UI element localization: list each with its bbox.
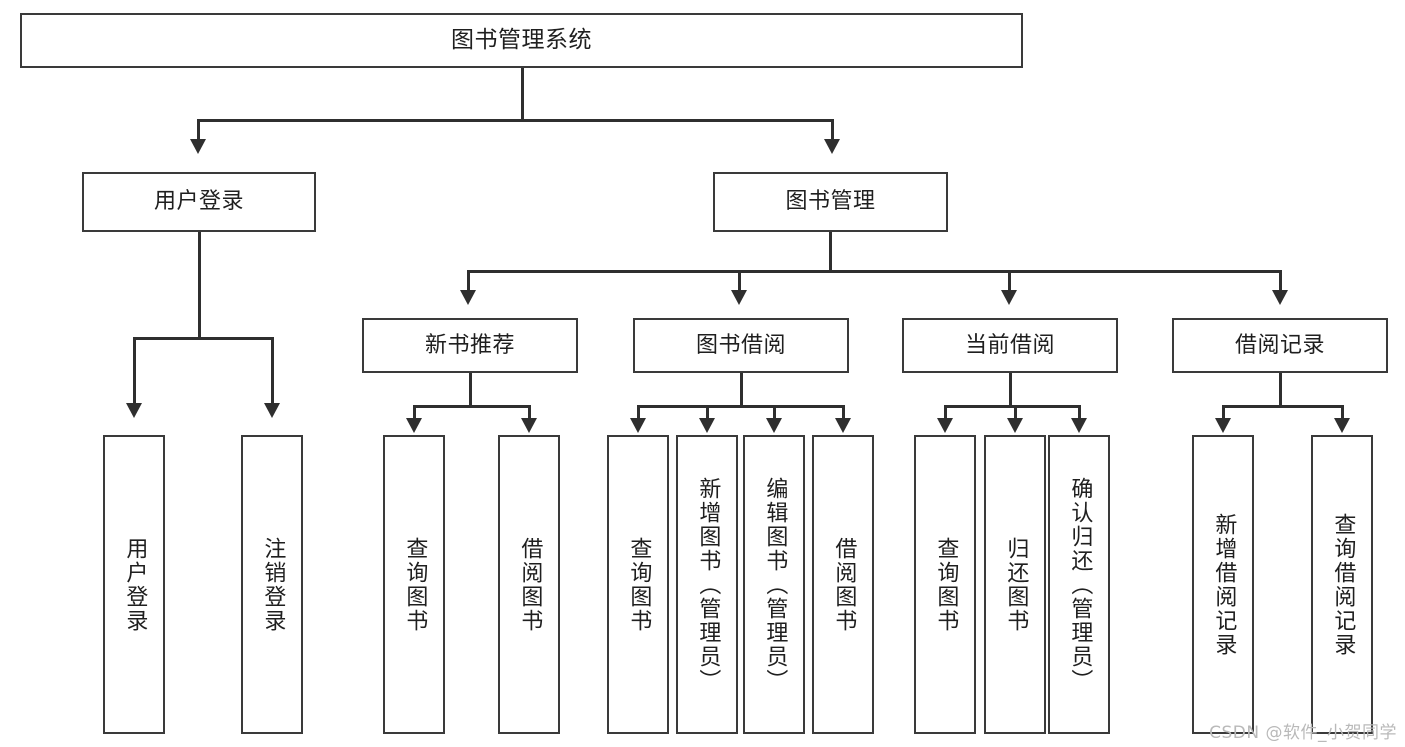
arrowhead-bb-leaf-2 (699, 418, 715, 433)
arrowhead-new-book (460, 290, 476, 305)
leaf-bb-add-book-admin[interactable]: 新增图书（管理员） (676, 435, 738, 734)
node-label: 编辑图书（管理员） (762, 476, 788, 693)
arrowhead-bb-leaf-1 (630, 418, 646, 433)
node-label: 图书管理 (785, 189, 876, 215)
arrowhead-user-login (190, 139, 206, 154)
node-label: 新增借阅记录 (1211, 512, 1237, 657)
node-label: 用户登录 (122, 536, 148, 633)
connector-root-stem (521, 68, 524, 121)
connector-bm-branch-2 (738, 270, 741, 292)
connector-bm-branch-4 (1279, 270, 1282, 292)
arrowhead-nb-leaf-1 (406, 418, 422, 433)
node-label: 查询图书 (933, 536, 959, 633)
arrowhead-br-leaf-2 (1334, 418, 1350, 433)
leaf-br-query-record[interactable]: 查询借阅记录 (1311, 435, 1373, 734)
connector-root-bus (197, 119, 833, 122)
arrowhead-bb-leaf-3 (766, 418, 782, 433)
connector-current-borrow-bus (944, 405, 1078, 408)
node-label: 用户登录 (153, 189, 244, 215)
connector-user-login-branch-1 (133, 337, 136, 405)
connector-nb-branch-2 (528, 405, 531, 420)
leaf-cb-return-book[interactable]: 归还图书 (984, 435, 1046, 734)
node-label: 确认归还（管理员） (1067, 476, 1093, 693)
node-label: 借阅图书 (517, 536, 543, 633)
node-label: 新书推荐 (424, 332, 515, 358)
connector-br-branch-1 (1222, 405, 1225, 420)
leaf-nb-query-book[interactable]: 查询图书 (383, 435, 445, 734)
connector-bb-branch-1 (637, 405, 640, 420)
connector-bm-branch-3 (1008, 270, 1011, 292)
connector-user-login-branch-2 (271, 337, 274, 405)
node-user-login[interactable]: 用户登录 (82, 172, 316, 232)
node-current-borrow[interactable]: 当前借阅 (902, 318, 1118, 373)
arrowhead-nb-leaf-2 (521, 418, 537, 433)
node-label: 新增图书（管理员） (695, 476, 721, 693)
connector-book-mgmt-stem (829, 232, 832, 272)
leaf-cb-query-book[interactable]: 查询图书 (914, 435, 976, 734)
connector-book-borrow-bus (637, 405, 843, 408)
leaf-logout[interactable]: 注销登录 (241, 435, 303, 734)
connector-cb-branch-3 (1078, 405, 1081, 420)
node-root-system[interactable]: 图书管理系统 (20, 13, 1023, 68)
connector-borrow-record-stem (1279, 373, 1282, 408)
connector-root-to-user-login (197, 119, 200, 141)
connector-book-mgmt-bus (467, 270, 1279, 273)
node-borrow-record[interactable]: 借阅记录 (1172, 318, 1388, 373)
connector-br-branch-2 (1341, 405, 1344, 420)
node-label: 查询借阅记录 (1330, 512, 1356, 657)
leaf-bb-query-book[interactable]: 查询图书 (607, 435, 669, 734)
leaf-bb-edit-book-admin[interactable]: 编辑图书（管理员） (743, 435, 805, 734)
node-label: 借阅记录 (1234, 332, 1325, 358)
arrowhead-bb-leaf-4 (835, 418, 851, 433)
connector-cb-branch-1 (944, 405, 947, 420)
arrowhead-br-leaf-1 (1215, 418, 1231, 433)
leaf-cb-confirm-return-admin[interactable]: 确认归还（管理员） (1048, 435, 1110, 734)
connector-borrow-record-bus (1222, 405, 1341, 408)
connector-bb-branch-2 (706, 405, 709, 420)
connector-user-login-bus (133, 337, 273, 340)
connector-current-borrow-stem (1009, 373, 1012, 408)
connector-bb-branch-3 (773, 405, 776, 420)
arrowhead-book-mgmt (824, 139, 840, 154)
leaf-br-add-record[interactable]: 新增借阅记录 (1192, 435, 1254, 734)
node-label: 图书借阅 (695, 332, 786, 358)
leaf-bb-borrow-book[interactable]: 借阅图书 (812, 435, 874, 734)
leaf-user-login[interactable]: 用户登录 (103, 435, 165, 734)
arrowhead-cb-leaf-1 (937, 418, 953, 433)
node-book-borrow[interactable]: 图书借阅 (633, 318, 849, 373)
arrowhead-current-borrow (1001, 290, 1017, 305)
node-label: 归还图书 (1003, 536, 1029, 633)
connector-bb-branch-4 (842, 405, 845, 420)
node-label: 查询图书 (626, 536, 652, 633)
node-label: 借阅图书 (831, 536, 857, 633)
connector-cb-branch-2 (1014, 405, 1017, 420)
leaf-nb-borrow-book[interactable]: 借阅图书 (498, 435, 560, 734)
arrowhead-leaf-logout (264, 403, 280, 418)
arrowhead-cb-leaf-3 (1071, 418, 1087, 433)
arrowhead-book-borrow (731, 290, 747, 305)
connector-bm-branch-1 (467, 270, 470, 292)
node-label: 注销登录 (260, 536, 286, 633)
connector-root-to-book-mgmt (831, 119, 834, 141)
node-label: 查询图书 (402, 536, 428, 633)
arrowhead-cb-leaf-2 (1007, 418, 1023, 433)
node-label: 图书管理系统 (451, 27, 592, 54)
connector-user-login-stem (198, 232, 201, 340)
node-book-management[interactable]: 图书管理 (713, 172, 948, 232)
connector-nb-branch-1 (413, 405, 416, 420)
arrowhead-leaf-user-login (126, 403, 142, 418)
connector-new-book-stem (469, 373, 472, 408)
node-new-book-recommend[interactable]: 新书推荐 (362, 318, 578, 373)
node-label: 当前借阅 (964, 332, 1055, 358)
arrowhead-borrow-record (1272, 290, 1288, 305)
connector-book-borrow-stem (740, 373, 743, 408)
connector-new-book-bus (413, 405, 528, 408)
